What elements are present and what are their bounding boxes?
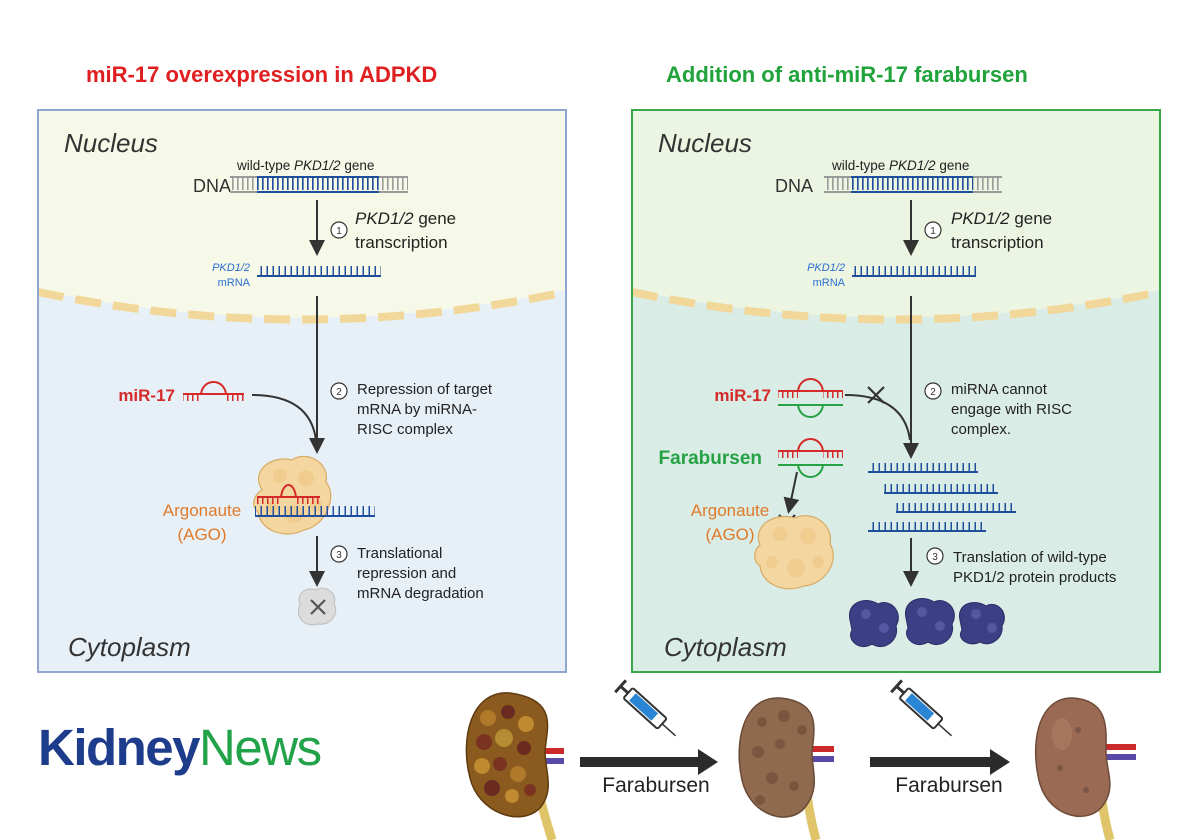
step3-text-line2: repression and <box>357 565 456 582</box>
step3-text-line1: Translation of wild-type <box>953 549 1107 566</box>
farabursen-label: Farabursen <box>659 448 762 469</box>
logo-news-text: News <box>199 719 322 776</box>
argonaute-label-line2: (AGO) <box>705 525 754 544</box>
syringe-icon <box>890 679 953 737</box>
step3-text-line1: Translational <box>357 545 442 562</box>
left-panel-title: miR-17 overexpression in ADPKD <box>86 62 438 87</box>
step2-text-line3: RISC complex <box>357 421 453 438</box>
kidney-icon <box>465 692 564 840</box>
logo-kidney-text: Kidney <box>38 719 201 776</box>
mrna-label-line2: mRNA <box>813 277 846 289</box>
right-panel-title: Addition of anti-miR-17 farabursen <box>666 62 1028 87</box>
dna-label: DNA <box>193 176 231 196</box>
step1-marker: 1 <box>924 221 942 239</box>
step2-text-line1: miRNA cannot <box>951 381 1048 398</box>
step2-text-line2: mRNA by miRNA- <box>357 401 477 418</box>
step1-text-line2: transcription <box>355 233 448 252</box>
argonaute-label-line1: Argonaute <box>163 501 241 520</box>
mrna-label-line1: PKD1/2 <box>212 262 250 274</box>
protein-product-icon <box>958 602 1005 645</box>
blocked-x-icon <box>867 386 885 404</box>
step2-marker: 2 <box>924 382 942 400</box>
dna-label: DNA <box>775 176 813 196</box>
svg-text:2: 2 <box>930 387 936 398</box>
protein-product-icon <box>905 598 955 646</box>
x-mark-icon <box>298 587 337 626</box>
step1-text-line1: PKD1/2 gene <box>951 209 1052 228</box>
argonaute-complex-icon <box>253 455 375 535</box>
mir17-hairpin-icon <box>183 381 244 401</box>
nucleus-label: Nucleus <box>658 128 752 158</box>
svg-text:1: 1 <box>336 226 342 237</box>
step3-marker: 3 <box>330 545 348 563</box>
arrow1-label: Farabursen <box>602 774 709 797</box>
step1-text-line1: PKD1/2 gene <box>355 209 456 228</box>
step3-text-line3: mRNA degradation <box>357 585 484 602</box>
bottom-strip: Farabursen F <box>465 679 1136 840</box>
mrna-label-line1: PKD1/2 <box>807 262 845 274</box>
kidneynews-logo[interactable]: KidneyNews <box>38 718 322 777</box>
step2-text-line3: complex. <box>951 421 1011 438</box>
arrow2-label: Farabursen <box>895 774 1002 797</box>
mrna-strand <box>852 266 976 277</box>
cytoplasm-label: Cytoplasm <box>68 632 191 662</box>
farabursen-to-ago-arrow <box>783 471 800 514</box>
nucleus-label: Nucleus <box>64 128 158 158</box>
treatment-arrow-1 <box>580 749 718 775</box>
kidney-icon <box>1034 697 1136 840</box>
argonaute-icon <box>754 515 834 590</box>
right-panel: Nucleus Cytoplasm wild-type PKD1/2 gene … <box>631 109 1161 673</box>
farabursen-duplex-icon <box>778 438 843 478</box>
step2-marker: 2 <box>330 382 348 400</box>
step3-text-line2: PKD1/2 protein products <box>953 569 1116 586</box>
kidney-icon <box>738 697 834 840</box>
blocked-join-arrow <box>844 394 911 441</box>
gene-label: wild-type PKD1/2 gene <box>236 158 374 173</box>
mir17-farabursen-duplex-icon <box>778 378 843 418</box>
step1-text-line2: transcription <box>951 233 1044 252</box>
mirna-label: miR-17 <box>118 386 175 405</box>
step1-marker: 1 <box>330 221 348 239</box>
argonaute-label-line2: (AGO) <box>177 525 226 544</box>
protein-product-icon <box>849 600 899 648</box>
left-panel: Nucleus Cytoplasm wild-type PKD1/2 gene … <box>37 109 567 673</box>
mrna-stack <box>868 463 1016 532</box>
gene-label: wild-type PKD1/2 gene <box>831 158 969 173</box>
step2-text-line2: engage with RISC <box>951 401 1072 418</box>
dna-strand <box>230 176 408 193</box>
cytoplasm-label: Cytoplasm <box>664 632 787 662</box>
argonaute-label-line1: Argonaute <box>691 501 769 520</box>
dna-strand <box>824 176 1002 193</box>
treatment-arrow-2 <box>870 749 1010 775</box>
mrna-strand <box>257 266 381 277</box>
step2-text-line1: Repression of target <box>357 381 493 398</box>
svg-text:1: 1 <box>930 226 936 237</box>
mrna-label-line2: mRNA <box>218 277 251 289</box>
step3-marker: 3 <box>926 547 944 565</box>
mirna-join-arrow <box>251 394 317 441</box>
mirna-label: miR-17 <box>714 386 771 405</box>
svg-text:3: 3 <box>932 552 938 563</box>
svg-text:3: 3 <box>336 550 342 561</box>
syringe-icon <box>614 679 677 737</box>
svg-text:2: 2 <box>336 387 342 398</box>
